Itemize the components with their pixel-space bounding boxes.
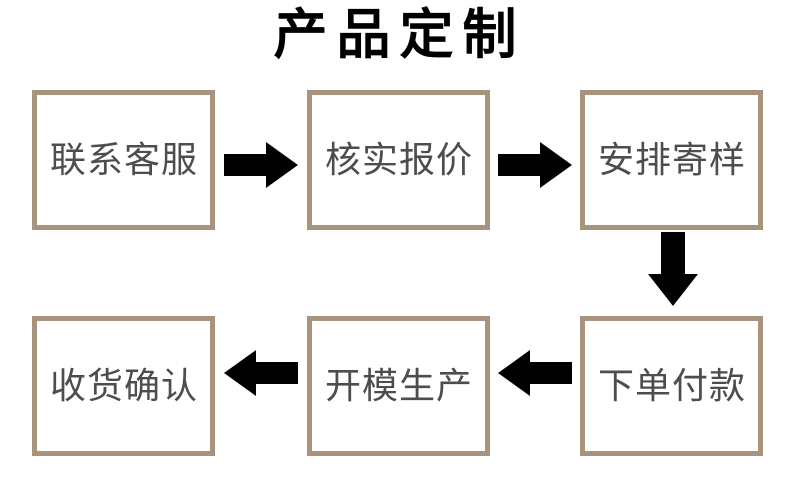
arrow-left-icon (224, 350, 298, 396)
page-title: 产品定制 (273, 5, 526, 65)
flow-step-quote: 核实报价 (307, 90, 490, 230)
arrow-right-icon (224, 142, 298, 188)
flow-step-receipt: 收货确认 (32, 316, 215, 456)
flow-step-sample: 安排寄样 (580, 90, 763, 230)
flow-step-payment-label: 下单付款 (597, 365, 746, 406)
flow-step-payment: 下单付款 (580, 316, 763, 456)
arrow-down-icon (648, 232, 698, 306)
flow-step-mold-label: 开模生产 (324, 365, 473, 406)
flow-step-contact-label: 联系客服 (49, 139, 198, 180)
arrow-right-icon (498, 142, 572, 188)
arrow-left-icon (498, 350, 572, 396)
flow-step-contact: 联系客服 (32, 90, 215, 230)
flow-step-quote-label: 核实报价 (324, 139, 473, 180)
flow-step-mold: 开模生产 (307, 316, 490, 456)
flow-step-sample-label: 安排寄样 (597, 139, 746, 180)
flow-step-receipt-label: 收货确认 (49, 365, 198, 406)
